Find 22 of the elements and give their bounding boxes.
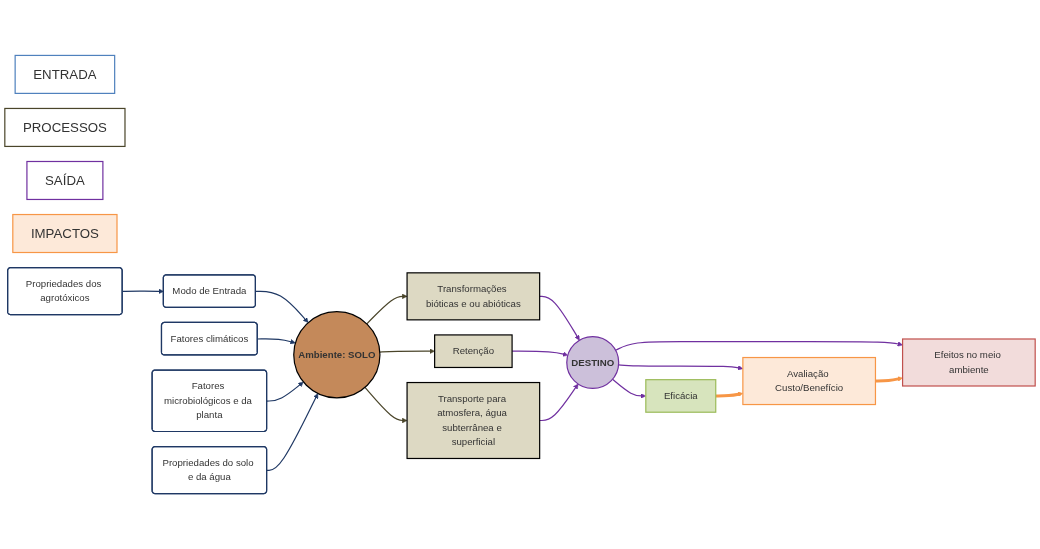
node-box: Transporte para atmosfera, água subterrânea e superficial <box>406 381 541 460</box>
node-box: PROCESSOS <box>4 107 126 148</box>
arrow <box>615 340 903 351</box>
node-circle: DESTINO <box>566 335 620 390</box>
arrow <box>366 293 408 325</box>
node-box: ENTRADA <box>14 54 116 94</box>
node-box: Transformações bióticas e ou abióticas <box>406 272 541 321</box>
node-box: Retenção <box>434 334 513 369</box>
node-box: Eficácia <box>645 379 717 413</box>
node-box: SAÍDA <box>26 160 104 201</box>
arrow <box>266 393 319 471</box>
arrow <box>364 386 408 424</box>
node-box: Efeitos no meio ambiente <box>901 338 1036 387</box>
node-box: Avaliação Custo/Benefício <box>742 356 877 406</box>
arrow <box>255 290 309 323</box>
arrow <box>539 295 580 341</box>
arrow <box>539 383 579 422</box>
arrow <box>379 348 435 354</box>
node-box: IMPACTOS <box>12 213 118 254</box>
arrow <box>875 376 903 383</box>
node-circle: Ambiente: SOLO <box>293 311 381 399</box>
arrow <box>266 381 304 402</box>
